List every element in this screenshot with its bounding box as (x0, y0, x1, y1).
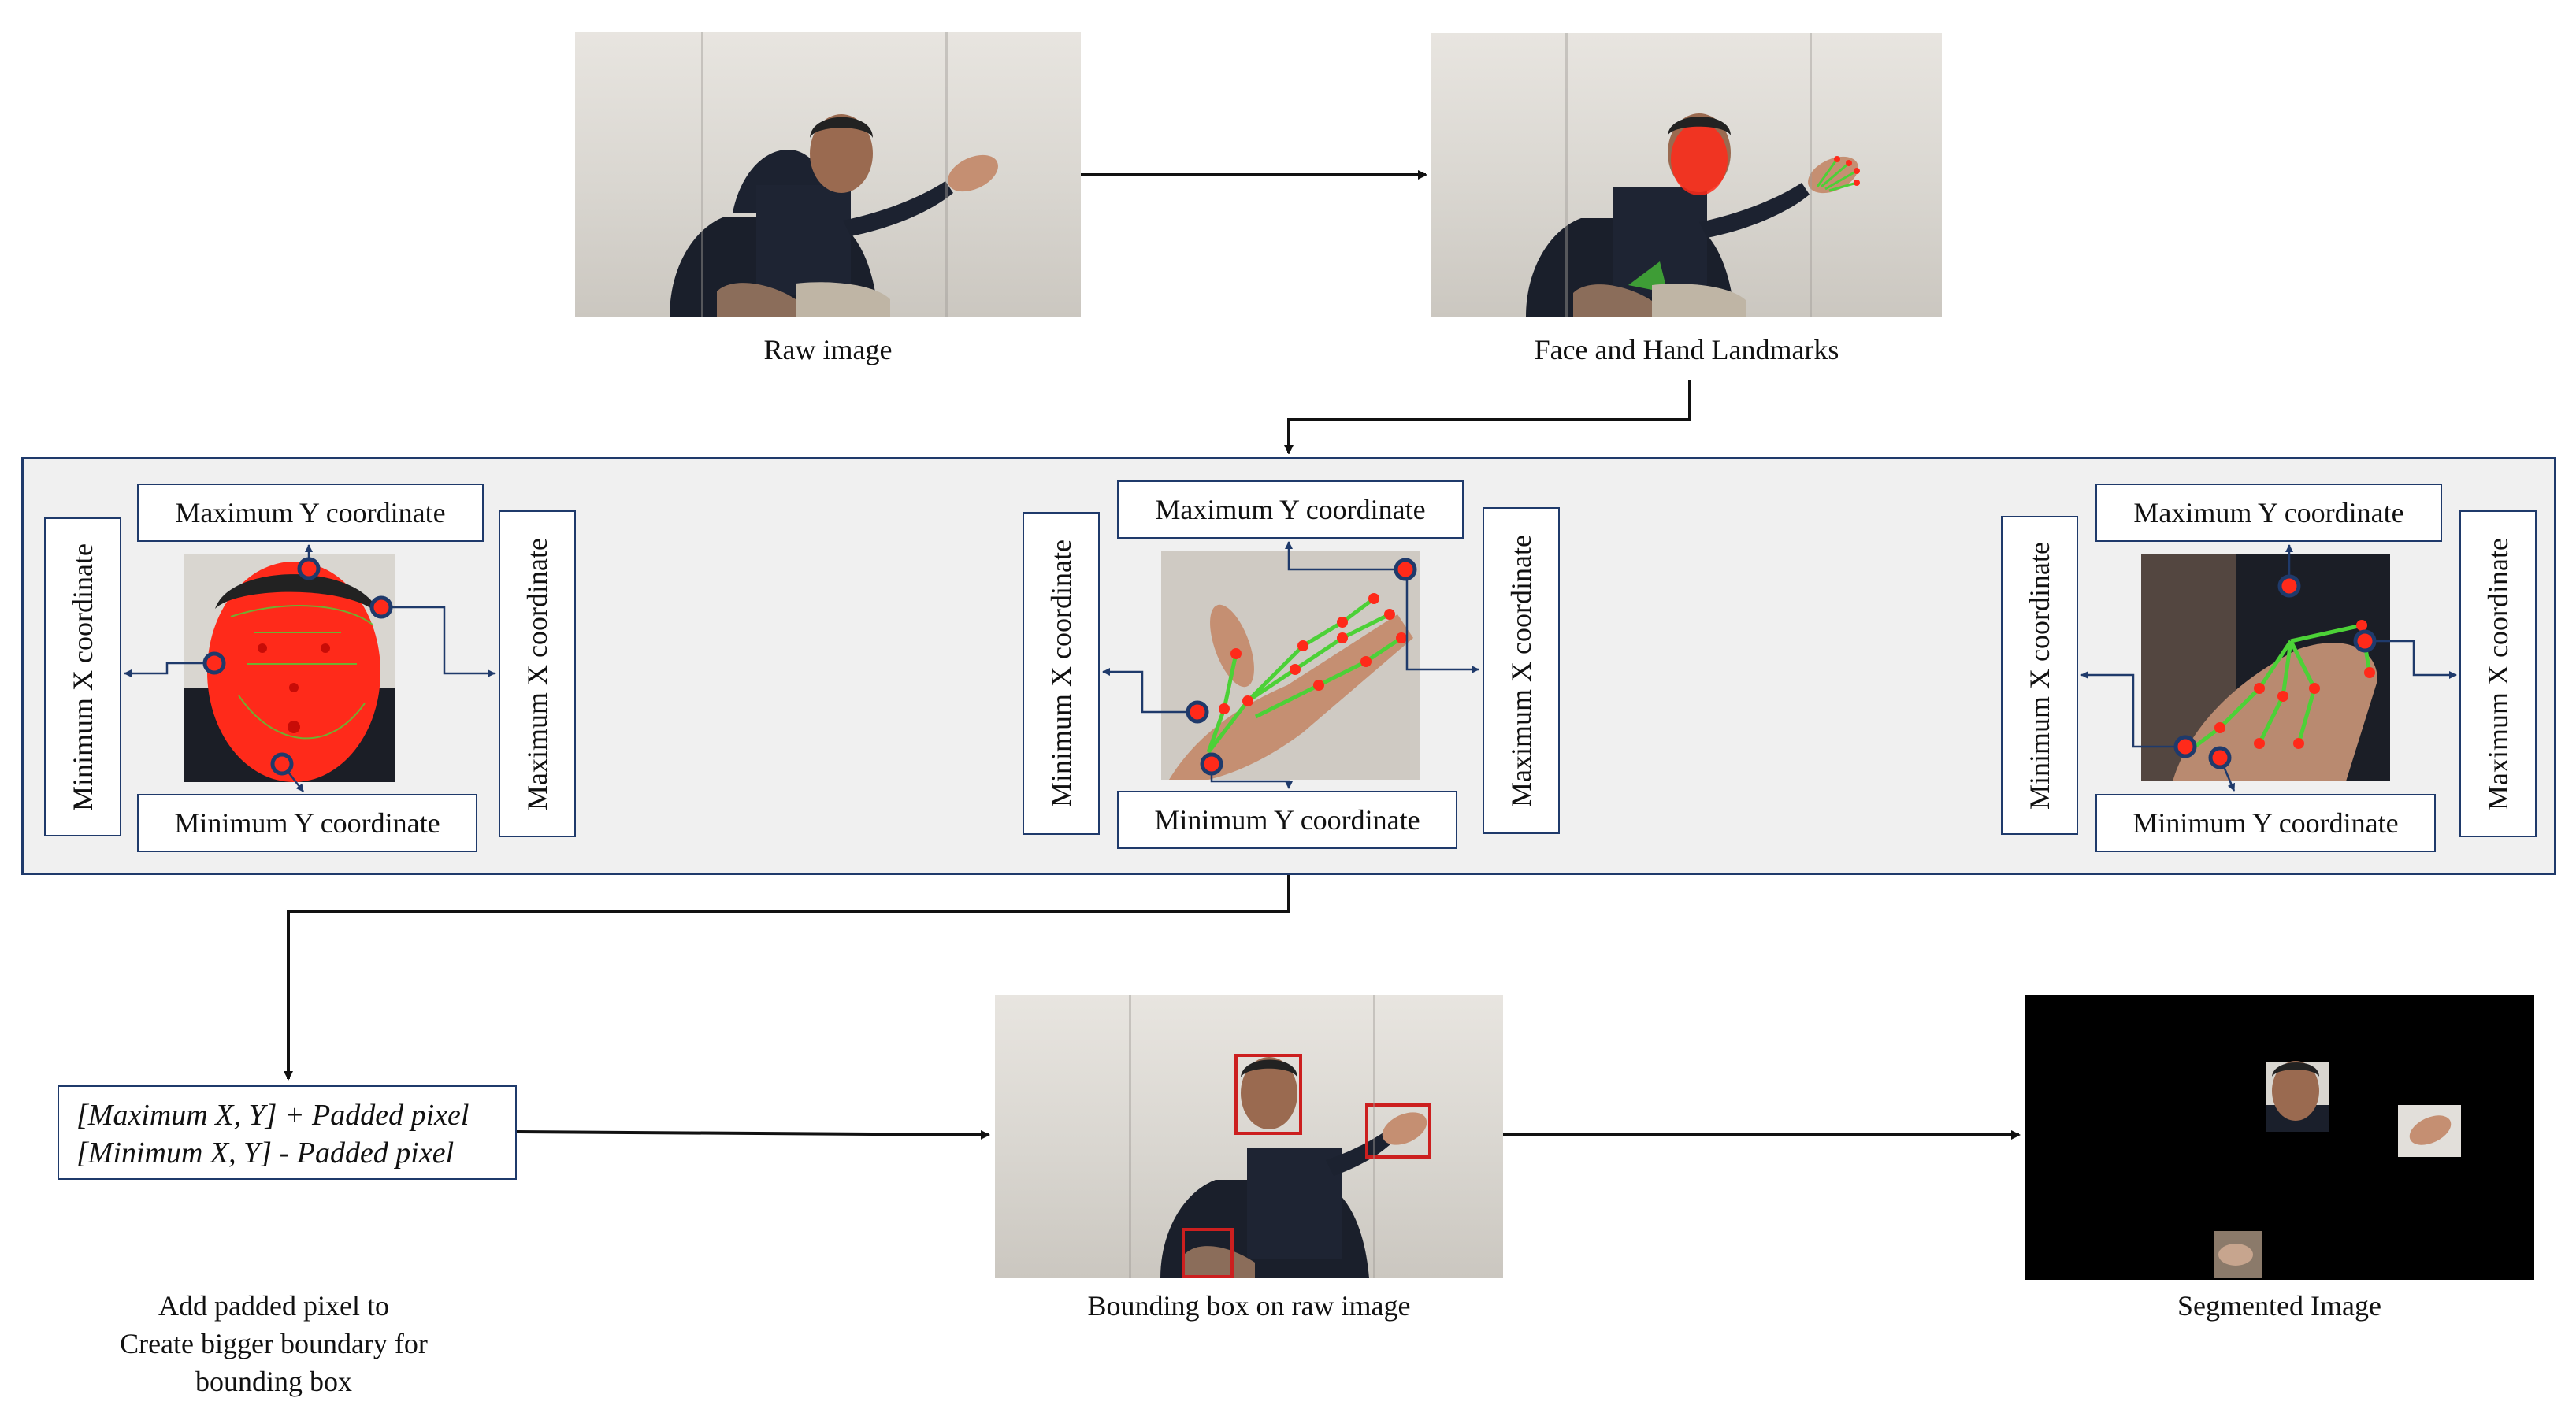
person-figure (670, 114, 998, 317)
landmarks-image (1431, 33, 1942, 317)
segment-face (2266, 1061, 2329, 1132)
face-landmark-crop (184, 554, 395, 782)
segmented-caption: Segmented Image (2177, 1290, 2381, 1322)
padding-formula-box: [Maximum X, Y] + Padded pixel [Minimum X… (58, 1085, 517, 1180)
hand-right-max-y-box: Maximum Y coordinate (1117, 480, 1464, 539)
hand-right-min-y-box: Minimum Y coordinate (1117, 791, 1457, 849)
hand-left-max-y-box: Maximum Y coordinate (2095, 484, 2442, 542)
hand-left-min-y-box: Minimum Y coordinate (2095, 794, 2436, 852)
landmarks-caption: Face and Hand Landmarks (1534, 334, 1839, 365)
hand-right-min-x-box: Minimum X coordinate (1023, 512, 1100, 835)
face-max-y-box: Maximum Y coordinate (137, 484, 484, 542)
bounding-box-image (995, 995, 1503, 1278)
bbox-caption: Bounding box on raw image (1087, 1290, 1411, 1322)
face-min-y-box: Minimum Y coordinate (137, 794, 477, 852)
segment-hand-left (2214, 1231, 2262, 1278)
bounding-boxes (1182, 1054, 1431, 1278)
face-max-x-box: Maximum X coordinate (499, 510, 576, 837)
segmented-image (2025, 995, 2534, 1280)
formula-min-line: [Minimum X, Y] - Padded pixel (76, 1136, 455, 1170)
hand-left-landmark-crop (2141, 554, 2390, 781)
raw-image-caption: Raw image (763, 334, 893, 365)
person-with-landmarks (1526, 113, 1860, 317)
segment-hand-right (2398, 1105, 2461, 1157)
formula-max-line: [Maximum X, Y] + Padded pixel (76, 1099, 470, 1132)
hand-right-max-x-box: Maximum X coordinate (1483, 507, 1560, 834)
raw-image (575, 32, 1081, 317)
padding-note: Add padded pixel to Create bigger bounda… (120, 1290, 428, 1397)
face-min-x-box: Minimum X coordinate (44, 517, 121, 836)
hand-left-max-x-box: Maximum X coordinate (2459, 510, 2537, 837)
hand-right-landmark-crop (1161, 551, 1420, 780)
hand-left-min-x-box: Minimum X coordinate (2001, 516, 2078, 835)
